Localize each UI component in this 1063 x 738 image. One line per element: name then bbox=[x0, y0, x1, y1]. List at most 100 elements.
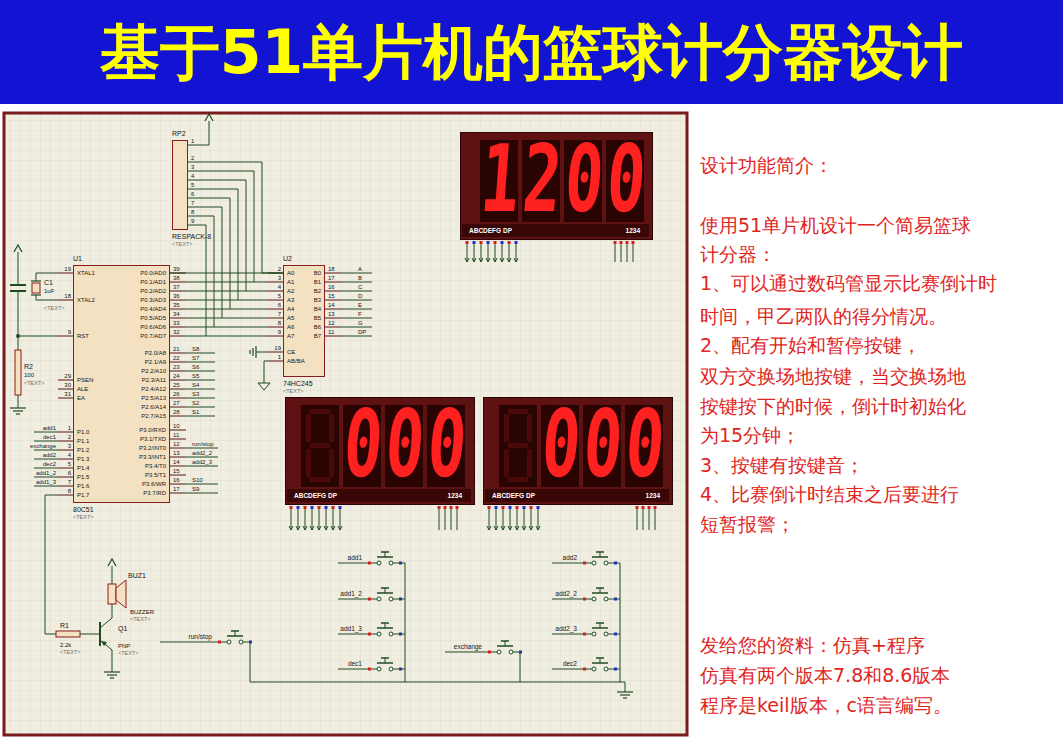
pin-number: 23 bbox=[173, 364, 180, 370]
button-cap bbox=[381, 657, 389, 659]
pin-terminal bbox=[620, 241, 623, 244]
button-lead bbox=[370, 669, 377, 670]
pin-number: 5 bbox=[191, 182, 194, 188]
pin-wire bbox=[633, 244, 634, 262]
pin-terminal bbox=[290, 506, 293, 509]
wire bbox=[400, 669, 405, 670]
net-wire bbox=[552, 669, 585, 670]
pullup-wire bbox=[188, 207, 222, 318]
pin-number: 5 bbox=[278, 293, 281, 299]
pin-number: 8 bbox=[68, 488, 71, 494]
pin-number: 28 bbox=[173, 409, 180, 415]
description-text: 程序是keil版本，c语言编写。 bbox=[700, 693, 952, 718]
pin-terminal bbox=[583, 598, 586, 601]
pin-terminal bbox=[438, 506, 441, 509]
button-contact bbox=[389, 667, 393, 671]
pin-number: 24 bbox=[173, 373, 180, 379]
pin-stub bbox=[268, 336, 283, 337]
wire bbox=[250, 642, 625, 692]
data-bus-wire bbox=[186, 282, 268, 283]
button-lead bbox=[513, 652, 520, 653]
net-wire bbox=[338, 669, 370, 670]
pin-wire bbox=[524, 509, 525, 530]
capacitor-symbol bbox=[10, 284, 26, 286]
net-label: S5 bbox=[192, 373, 199, 379]
net-wire bbox=[186, 448, 218, 449]
button-lead bbox=[585, 669, 592, 670]
net-arrow bbox=[331, 526, 335, 530]
pin-wire bbox=[637, 509, 638, 530]
data-bus-wire bbox=[186, 300, 268, 301]
button-lead bbox=[370, 634, 377, 635]
pin-terminal bbox=[311, 506, 314, 509]
ground-symbol bbox=[104, 671, 120, 672]
description-text: 计分器： bbox=[700, 242, 776, 267]
pin-name: A0 bbox=[287, 270, 294, 276]
pin-stub bbox=[58, 380, 73, 381]
net-label: add2 bbox=[43, 452, 56, 458]
pin-wire bbox=[333, 509, 334, 530]
pin-name: P0.1/AD1 bbox=[140, 279, 166, 285]
button-contact bbox=[592, 597, 596, 601]
pin-wire bbox=[627, 244, 628, 262]
button-cap bbox=[381, 587, 389, 589]
pin-name: B7 bbox=[314, 333, 321, 339]
description-text: 时间，甲乙两队的得分情况。 bbox=[700, 304, 947, 329]
net-label: S10 bbox=[192, 477, 203, 483]
net-label: A bbox=[358, 266, 362, 272]
description-text: 4、比赛倒计时结束之后要进行 bbox=[700, 482, 959, 507]
net-wire bbox=[186, 389, 215, 390]
net-wire bbox=[186, 407, 215, 408]
pin-terminal bbox=[318, 506, 321, 509]
digit-cell bbox=[343, 405, 381, 487]
unlit-segment bbox=[329, 414, 334, 442]
pin-terminal bbox=[523, 506, 526, 509]
pin-name: P1.6 bbox=[77, 483, 89, 489]
pin-number: 14 bbox=[328, 302, 335, 308]
pin-stub bbox=[170, 291, 186, 292]
pin-number: 15 bbox=[173, 468, 180, 474]
pin-stub bbox=[325, 291, 340, 292]
bus-wire bbox=[188, 162, 283, 273]
pin-number: 11 bbox=[173, 432, 179, 438]
pin-name: B1 bbox=[314, 279, 321, 285]
pullup-wire bbox=[188, 198, 230, 309]
power-arrow bbox=[14, 245, 22, 252]
net-label: S3 bbox=[192, 391, 199, 397]
segment-pin-names: ABCDEFG DP bbox=[492, 493, 535, 500]
pin-name: P2.3/A11 bbox=[142, 377, 166, 383]
pin-name: EA bbox=[77, 395, 85, 401]
button-lead bbox=[608, 563, 615, 564]
net-arrow bbox=[324, 526, 328, 530]
wire bbox=[400, 563, 405, 564]
pin-number: 18 bbox=[328, 266, 335, 272]
unlit-segment bbox=[310, 409, 330, 414]
pin-terminal bbox=[480, 241, 483, 244]
part-reference: R1 bbox=[60, 622, 69, 629]
data-bus-wire bbox=[186, 309, 268, 310]
pin-number: 1 bbox=[278, 354, 281, 360]
pin-wire bbox=[516, 244, 517, 262]
digit-cell bbox=[564, 140, 602, 222]
pin-number: 1 bbox=[191, 138, 194, 144]
pin-number: 13 bbox=[328, 311, 335, 317]
pin-number: 9 bbox=[278, 329, 281, 335]
pin-stub bbox=[170, 398, 186, 399]
pin-wire bbox=[439, 509, 440, 530]
pin-wire bbox=[474, 244, 475, 262]
button-lead bbox=[370, 563, 377, 564]
net-arrow bbox=[500, 258, 504, 262]
pin-name: P0.6/AD6 bbox=[140, 324, 166, 330]
net-wire bbox=[340, 273, 372, 274]
pin-name: P2.7/A15 bbox=[141, 413, 166, 419]
pin-number: 16 bbox=[328, 284, 335, 290]
button-contact bbox=[389, 561, 393, 565]
pin-wire bbox=[488, 244, 489, 262]
button-cap bbox=[381, 551, 389, 553]
display-face bbox=[285, 397, 475, 505]
pin-number: 29 bbox=[64, 373, 71, 379]
button-lead bbox=[608, 599, 615, 600]
pin-wire bbox=[531, 509, 532, 530]
